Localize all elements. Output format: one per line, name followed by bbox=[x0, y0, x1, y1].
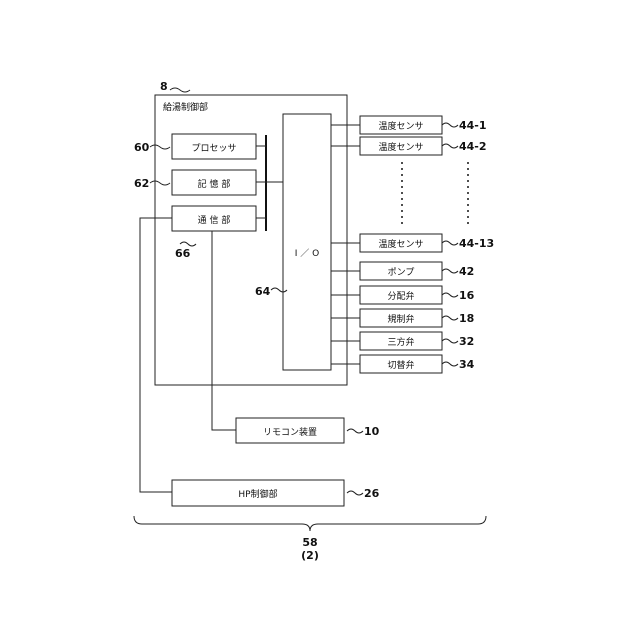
ref-hp-leader bbox=[347, 491, 363, 495]
memory-label: 記 憶 部 bbox=[198, 178, 231, 190]
controller-title: 給湯制御部 bbox=[163, 101, 208, 113]
ref-three-way-valve-leader bbox=[442, 339, 458, 343]
ref-switch-valve: 34 bbox=[459, 358, 475, 371]
ref-controller: 8 bbox=[160, 80, 168, 93]
hp-controller-label: HP制御部 bbox=[238, 488, 277, 500]
ref-memory: 62 bbox=[134, 177, 149, 190]
ref-sensor-1-leader bbox=[442, 123, 458, 127]
ref-system-sub: (2) bbox=[301, 549, 319, 562]
system-brace bbox=[134, 516, 486, 531]
ref-communication: 66 bbox=[175, 247, 191, 260]
ref-three-way-valve: 32 bbox=[459, 335, 474, 348]
dist-valve-label: 分配弁 bbox=[387, 290, 414, 302]
reg-valve-label: 規制弁 bbox=[387, 313, 414, 325]
ref-sensor-2: 44-2 bbox=[459, 140, 487, 153]
communication-label: 通 信 部 bbox=[198, 214, 231, 226]
ref-hp-controller: 26 bbox=[364, 487, 380, 500]
ref-remote: 10 bbox=[364, 425, 380, 438]
ref-io: 64 bbox=[255, 285, 271, 298]
temp-sensor-13-label: 温度センサ bbox=[378, 238, 423, 250]
ref-remote-leader bbox=[347, 429, 363, 433]
ref-sensor-1: 44-1 bbox=[459, 119, 487, 132]
ref-sensor-13-leader bbox=[442, 241, 458, 245]
switch-valve-label: 切替弁 bbox=[387, 359, 414, 371]
io-box bbox=[283, 114, 331, 370]
ref-dist-valve: 16 bbox=[459, 289, 475, 302]
ref-pump: 42 bbox=[459, 265, 474, 278]
io-label: I ／ O bbox=[295, 248, 319, 259]
ref-processor: 60 bbox=[134, 141, 150, 154]
ref-pump-leader bbox=[442, 269, 458, 273]
three-way-valve-label: 三方弁 bbox=[387, 336, 414, 348]
pump-label: ポンプ bbox=[388, 267, 415, 278]
ref-sensor-13: 44-13 bbox=[459, 237, 494, 250]
processor-label: プロセッサ bbox=[191, 143, 236, 154]
ref-sensor-2-leader bbox=[442, 144, 458, 148]
remote-label: リモコン装置 bbox=[263, 426, 317, 438]
ref-controller-leader bbox=[170, 88, 190, 92]
ref-switch-valve-leader bbox=[442, 362, 458, 366]
ref-reg-valve: 18 bbox=[459, 312, 474, 325]
ref-dist-valve-leader bbox=[442, 293, 458, 297]
temp-sensor-1-label: 温度センサ bbox=[378, 120, 423, 132]
ref-system: 58 bbox=[302, 536, 317, 549]
ref-reg-valve-leader bbox=[442, 316, 458, 320]
temp-sensor-2-label: 温度センサ bbox=[378, 141, 423, 153]
